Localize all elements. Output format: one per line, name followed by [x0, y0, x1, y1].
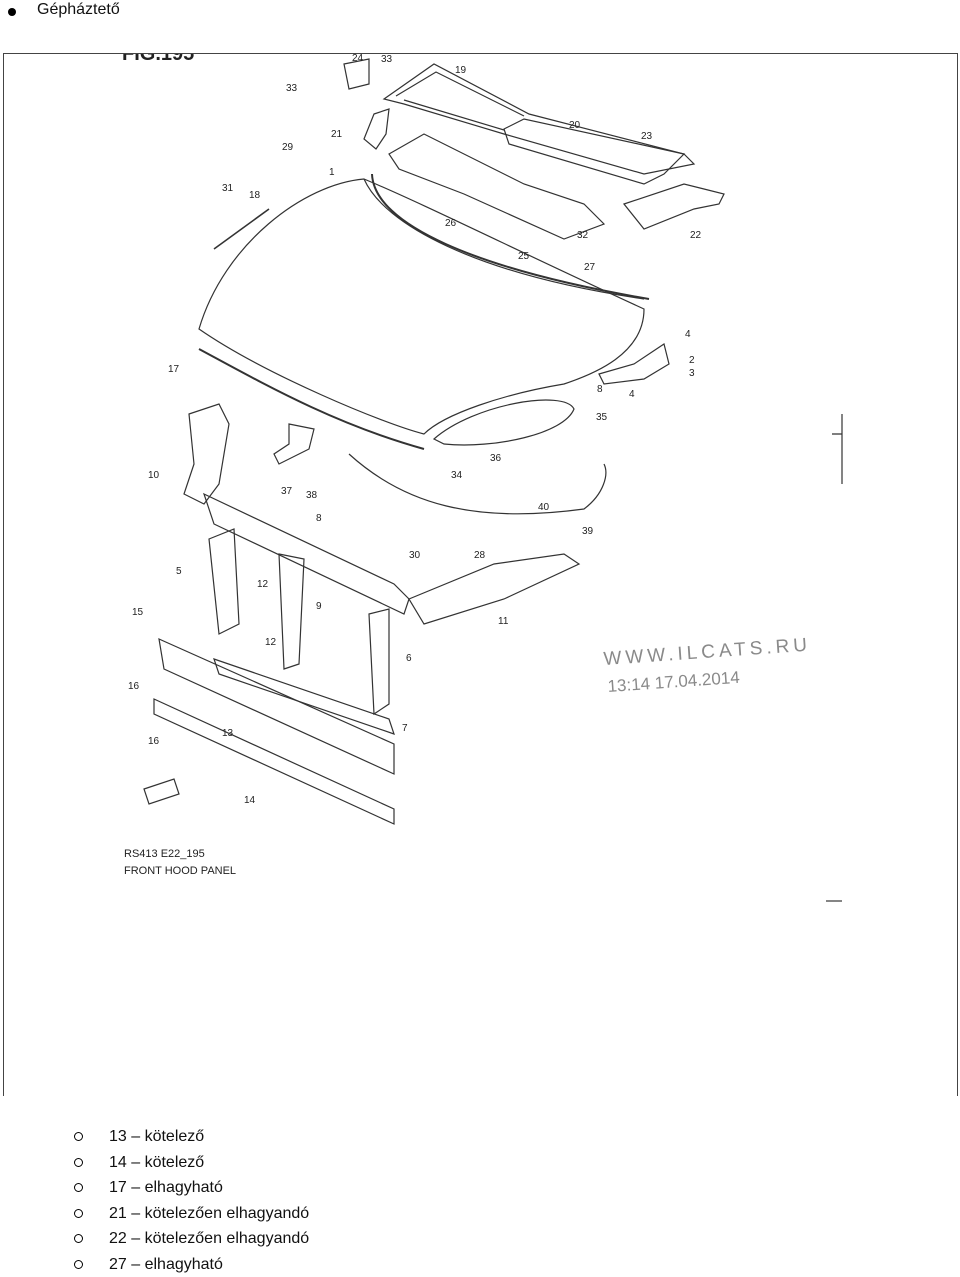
- watermark-site: WWW.ILCATS.RU: [603, 635, 812, 670]
- seal-22: [622, 183, 725, 230]
- bumper-reinforcement-13: [158, 637, 395, 775]
- circle-bullet-icon: [74, 1208, 83, 1218]
- callout: 17: [168, 364, 180, 375]
- parts-diagram-frame: FIG.195: [3, 53, 958, 1096]
- lower-support-7: [213, 658, 395, 735]
- callout: 6: [406, 653, 412, 664]
- callout: 16: [128, 681, 140, 692]
- callout: 4: [685, 329, 691, 340]
- callout: 10: [148, 470, 160, 481]
- margin-mark: [832, 414, 843, 484]
- callout: 37: [281, 486, 293, 497]
- circle-bullet-icon: [74, 1157, 83, 1167]
- insulator-35: [432, 399, 575, 446]
- callout: 13: [222, 728, 234, 739]
- callout: 25: [518, 251, 530, 262]
- list-item: 14 – kötelező: [0, 1150, 960, 1176]
- callout: 30: [409, 550, 421, 561]
- fig-label: FIG.195: [122, 54, 194, 65]
- support-5: [208, 528, 240, 635]
- heading-text: Gépháztető: [37, 1, 120, 18]
- callout: 2: [689, 355, 695, 366]
- cowl-grille-upper: [382, 63, 696, 175]
- list-item: 17 – elhagyható: [0, 1175, 960, 1201]
- circle-bullet-icon: [74, 1183, 83, 1192]
- callout: 31: [222, 183, 234, 194]
- callout: 29: [282, 142, 294, 153]
- callout: 39: [582, 526, 594, 537]
- callout: 3: [689, 368, 695, 379]
- callout: 35: [596, 412, 608, 423]
- hood-rod-18: [213, 208, 270, 250]
- callout: 33: [381, 54, 393, 65]
- absorber-14: [153, 698, 395, 825]
- callout: 9: [316, 601, 322, 612]
- callout: 14: [244, 795, 256, 806]
- callout: 28: [474, 550, 486, 561]
- callout: 21: [331, 129, 343, 140]
- cowl-panel: [388, 133, 606, 240]
- callout: 38: [306, 490, 318, 501]
- list-item: 21 – kötelezően elhagyandó: [0, 1201, 960, 1227]
- weatherstrip-27: [371, 173, 650, 300]
- list-item: 22 – kötelezően elhagyandó: [0, 1226, 960, 1252]
- bracket-21: [363, 108, 390, 150]
- heading-bullet: Gépháztető: [0, 0, 960, 28]
- circle-bullet-icon: [74, 1234, 83, 1243]
- parts-diagram: FIG.195: [122, 54, 843, 902]
- cowl-grille-right: [503, 118, 686, 185]
- list-item: 27 – elhagyható: [0, 1252, 960, 1277]
- hinge-24: [343, 58, 370, 90]
- callout: 8: [597, 384, 603, 395]
- hood-hinge: [598, 343, 670, 385]
- release-cable-39: [348, 453, 607, 515]
- hood-edge-line: [363, 178, 645, 300]
- callout: 12: [257, 579, 269, 590]
- callout-labels: 24 33 33 19 20 23 21 29 31 18 1 26 25 32…: [128, 54, 702, 806]
- callout: 36: [490, 453, 502, 464]
- callout: 4: [629, 389, 635, 400]
- callout: 15: [132, 607, 144, 618]
- callout: 40: [538, 502, 550, 513]
- callout: 33: [286, 83, 298, 94]
- callout: 26: [445, 218, 457, 229]
- part-requirement-list: 13 – kötelező 14 – kötelező 17 – elhagyh…: [0, 1124, 960, 1277]
- front-arrow-icon: [143, 778, 180, 805]
- cowl-grille-lines: [395, 71, 525, 131]
- callout: 19: [455, 65, 467, 76]
- hood-panel: [198, 178, 645, 435]
- hood-seal-17: [198, 348, 425, 450]
- callout: 34: [451, 470, 463, 481]
- callout: 23: [641, 131, 653, 142]
- circle-bullet-icon: [74, 1132, 83, 1141]
- figure-title: FRONT HOOD PANEL: [124, 865, 236, 877]
- member-11: [408, 553, 581, 625]
- callout: 18: [249, 190, 261, 201]
- callout: 32: [577, 230, 589, 241]
- support-9: [278, 553, 305, 670]
- callout: 5: [176, 566, 182, 577]
- support-6: [368, 608, 390, 716]
- callout: 24: [352, 54, 364, 64]
- callout: 20: [569, 120, 581, 131]
- callout: 16: [148, 736, 160, 747]
- callout: 7: [402, 723, 408, 734]
- callout: 11: [498, 616, 509, 627]
- watermark-date: 13:14 17.04.2014: [607, 668, 740, 696]
- hood-latch-37: [273, 423, 315, 465]
- radiator-support-upper: [202, 492, 410, 615]
- circle-bullet-icon: [74, 1259, 83, 1269]
- bullet-icon: [8, 8, 16, 16]
- callout: 27: [584, 262, 596, 273]
- side-member-10: [183, 403, 230, 505]
- callout: 22: [690, 230, 702, 241]
- callout: 1: [329, 167, 335, 178]
- callout: 12: [265, 637, 277, 648]
- list-item: 13 – kötelező: [0, 1124, 960, 1150]
- callout: 8: [316, 513, 322, 524]
- figure-code: RS413 E22_195: [124, 848, 205, 860]
